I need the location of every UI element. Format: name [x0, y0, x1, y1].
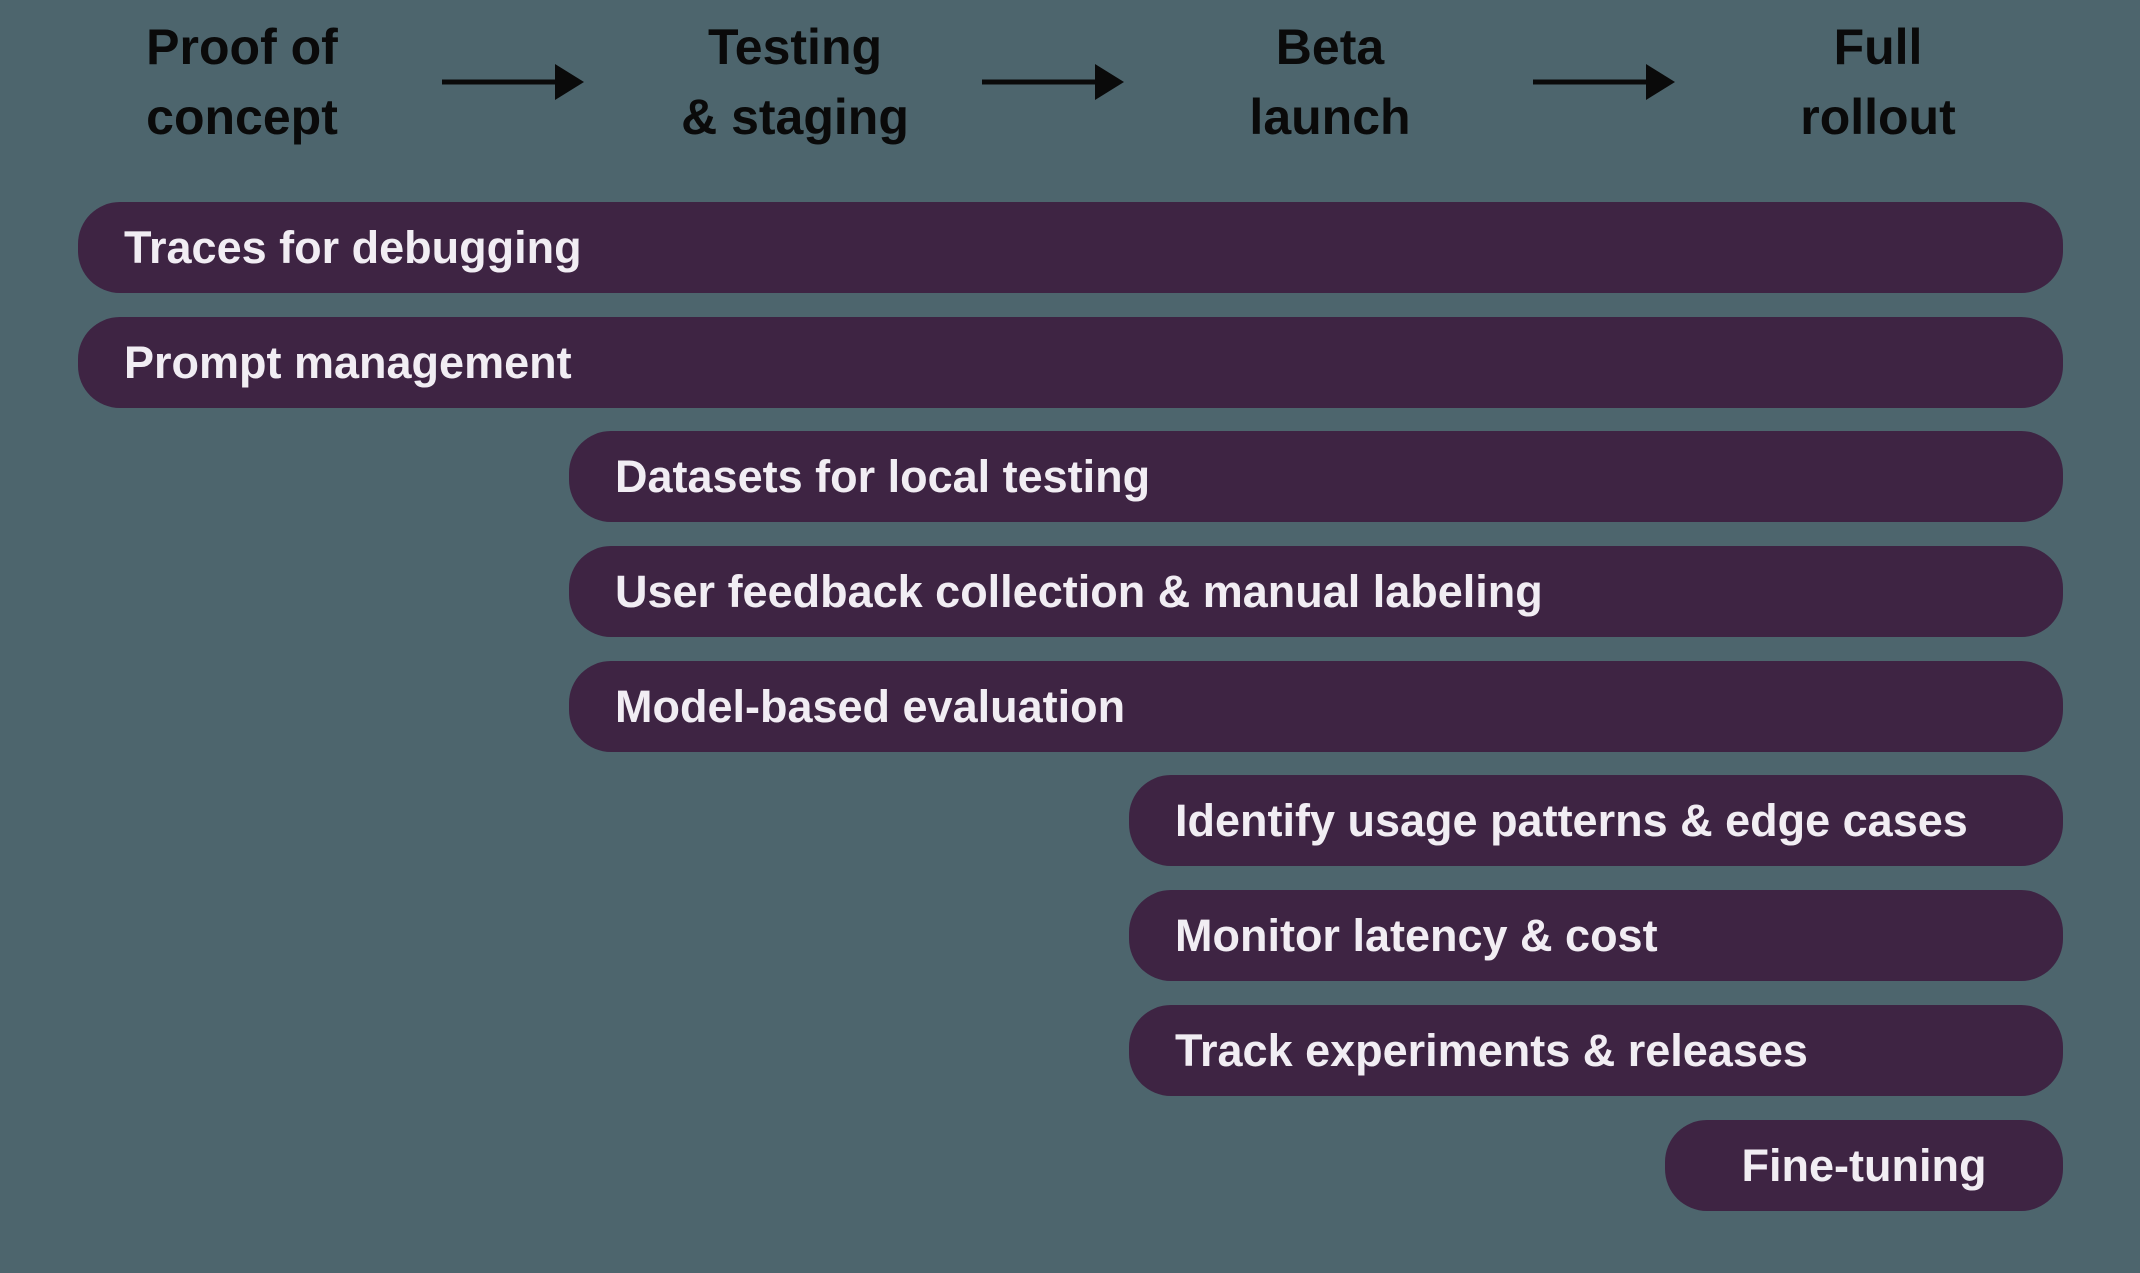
stage-line: rollout	[1800, 89, 1956, 145]
stage-line: Beta	[1275, 19, 1385, 75]
bar-label: Traces for debugging	[124, 221, 582, 273]
bar-track-experiments-releases: Track experiments & releases	[1129, 1005, 2063, 1096]
stage-line: concept	[146, 89, 338, 145]
stage-label-testing-staging: Testing & staging	[681, 12, 909, 152]
bar-fine-tuning: Fine-tuning	[1665, 1120, 2063, 1211]
bar-identify-usage-patterns: Identify usage patterns & edge cases	[1129, 775, 2063, 866]
stage-line: Proof of	[146, 19, 338, 75]
bar-label: Identify usage patterns & edge cases	[1175, 794, 1968, 846]
stage-label-full-rollout: Full rollout	[1800, 12, 1956, 152]
bar-monitor-latency-cost: Monitor latency & cost	[1129, 890, 2063, 981]
stage-label-beta-launch: Beta launch	[1249, 12, 1410, 152]
flow-arrow-icon	[1533, 62, 1675, 102]
stage-line: Testing	[707, 19, 883, 75]
bar-label: Monitor latency & cost	[1175, 909, 1658, 961]
stage-line: & staging	[681, 89, 909, 145]
stage-label-proof-of-concept: Proof of concept	[146, 12, 338, 152]
bar-model-based-evaluation: Model-based evaluation	[569, 661, 2063, 752]
bar-label: Fine-tuning	[1741, 1139, 1987, 1191]
stage-line: Full	[1833, 19, 1923, 75]
bar-label: Track experiments & releases	[1175, 1024, 1808, 1076]
bar-traces-for-debugging: Traces for debugging	[78, 202, 2063, 293]
stage-line: launch	[1249, 89, 1411, 145]
flow-arrow-icon	[982, 62, 1124, 102]
bar-label: Model-based evaluation	[615, 680, 1126, 732]
bar-datasets-for-local-testing: Datasets for local testing	[569, 431, 2063, 522]
bar-label: User feedback collection & manual labeli…	[615, 565, 1543, 617]
bar-prompt-management: Prompt management	[78, 317, 2063, 408]
bar-label: Prompt management	[124, 336, 572, 388]
flow-arrow-icon	[442, 62, 584, 102]
bar-label: Datasets for local testing	[615, 450, 1151, 502]
bar-user-feedback-collection: User feedback collection & manual labeli…	[569, 546, 2063, 637]
